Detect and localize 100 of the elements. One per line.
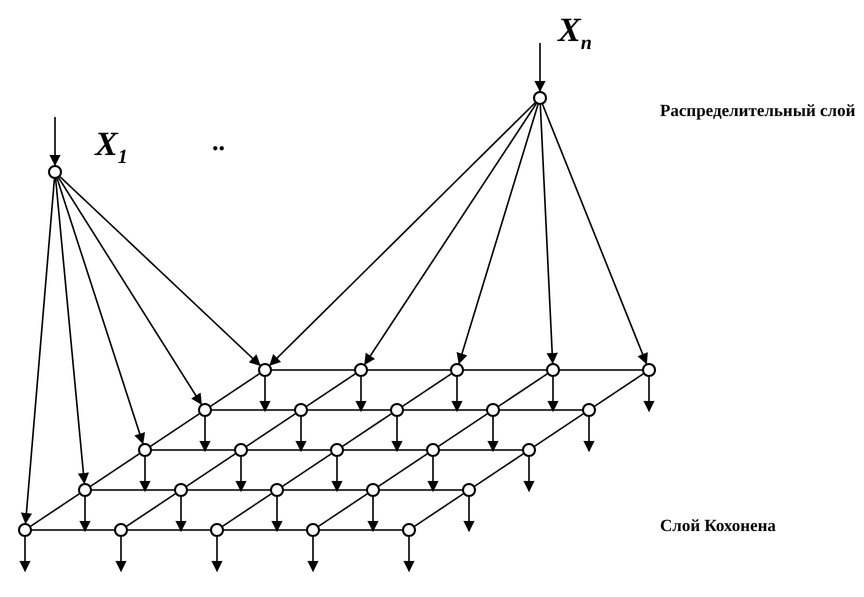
neuron-node	[330, 443, 344, 457]
grid-line	[188, 489, 270, 491]
output-arrow	[19, 537, 31, 572]
neuron-node	[582, 403, 596, 417]
neuron-node	[462, 483, 476, 497]
layer-label: Слой Кохонена	[660, 515, 776, 536]
neuron-node	[174, 483, 188, 497]
grid-line	[534, 413, 584, 447]
grid-line	[342, 413, 392, 447]
output-arrow	[487, 417, 499, 452]
grid-line	[438, 413, 488, 447]
neuron-node	[270, 483, 284, 497]
output-arrow	[295, 417, 307, 452]
output-arrow	[547, 377, 559, 412]
output-arrow	[427, 457, 439, 492]
output-arrow	[523, 457, 535, 492]
neuron-node	[258, 363, 272, 377]
grid-line	[378, 453, 428, 487]
neuron-node	[546, 363, 560, 377]
ellipsis: ..	[212, 128, 225, 156]
input-label: X$_{n}$	[558, 13, 592, 56]
grid-line	[150, 413, 200, 447]
neuron-node	[402, 523, 416, 537]
grid-line	[92, 489, 174, 491]
output-arrow	[583, 417, 595, 452]
output-arrow	[391, 417, 403, 452]
connection-arrow	[269, 102, 536, 366]
neuron-node	[533, 91, 547, 105]
grid-line	[128, 529, 210, 531]
input-arrow	[534, 43, 546, 92]
grid-line	[284, 489, 366, 491]
grid-line	[90, 453, 140, 487]
connection-arrow	[56, 178, 146, 444]
output-arrow	[451, 377, 463, 412]
neuron-node	[642, 363, 656, 377]
neuron-node	[234, 443, 248, 457]
neuron-node	[306, 523, 320, 537]
grid-line	[368, 369, 450, 371]
connection-arrow	[540, 104, 558, 364]
output-arrow	[307, 537, 319, 572]
neuron-node	[48, 165, 62, 179]
connection-arrow	[456, 104, 539, 364]
grid-line	[210, 373, 260, 407]
neuron-node	[486, 403, 500, 417]
grid-line	[224, 529, 306, 531]
neuron-node	[522, 443, 536, 457]
grid-line	[404, 409, 486, 411]
neuron-node	[294, 403, 308, 417]
connection-arrow	[364, 103, 537, 366]
grid-line	[212, 409, 294, 411]
grid-line	[500, 409, 582, 411]
neuron-node	[210, 523, 224, 537]
grid-line	[560, 369, 642, 371]
grid-line	[272, 369, 354, 371]
connection-arrow	[54, 178, 89, 484]
output-arrow	[463, 497, 475, 532]
input-arrow	[49, 117, 61, 166]
connection-arrow	[60, 176, 261, 366]
grid-line	[32, 529, 114, 531]
output-arrow	[199, 417, 211, 452]
output-arrow	[235, 457, 247, 492]
output-arrow	[259, 377, 271, 412]
neuron-node	[198, 403, 212, 417]
output-arrow	[175, 497, 187, 532]
grid-line	[282, 453, 332, 487]
connection-arrow	[542, 104, 648, 365]
input-label: X$_{1}$	[95, 127, 128, 170]
grid-line	[126, 493, 176, 527]
output-arrow	[355, 377, 367, 412]
output-arrow	[211, 537, 223, 572]
grid-line	[308, 409, 390, 411]
neuron-node	[78, 483, 92, 497]
grid-line	[464, 369, 546, 371]
grid-line	[594, 373, 644, 407]
grid-line	[414, 493, 464, 527]
output-arrow	[403, 537, 415, 572]
grid-line	[248, 449, 330, 451]
output-arrow	[367, 497, 379, 532]
grid-line	[30, 493, 80, 527]
neuron-node	[114, 523, 128, 537]
output-arrow	[271, 497, 283, 532]
grid-line	[306, 373, 356, 407]
output-arrow	[331, 457, 343, 492]
grid-line	[474, 453, 524, 487]
output-arrow	[115, 537, 127, 572]
grid-line	[380, 489, 462, 491]
neuron-node	[426, 443, 440, 457]
grid-line	[186, 453, 236, 487]
output-arrow	[139, 457, 151, 492]
layer-label: Распределительный слой	[660, 100, 856, 121]
grid-line	[498, 373, 548, 407]
grid-line	[246, 413, 296, 447]
grid-line	[320, 529, 402, 531]
grid-line	[402, 373, 452, 407]
output-arrow	[79, 497, 91, 532]
neuron-node	[390, 403, 404, 417]
output-arrow	[643, 377, 655, 412]
neuron-node	[450, 363, 464, 377]
neuron-node	[354, 363, 368, 377]
connection-arrow	[20, 178, 56, 524]
